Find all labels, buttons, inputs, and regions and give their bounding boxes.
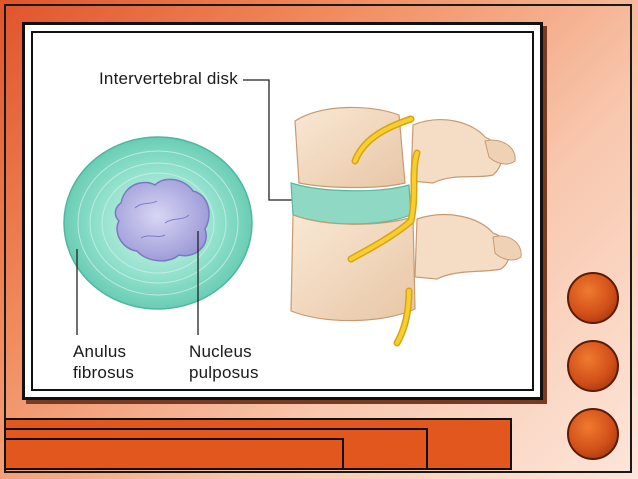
label-nucleus-pulposus: Nucleus pulposus	[189, 341, 259, 383]
label-anulus-line2: fibrosus	[73, 363, 135, 382]
diagram-panel: Intervertebral disk Anulus fibrosus Nucl…	[31, 31, 534, 391]
spine-disk-illustration	[63, 79, 522, 347]
slide-frame	[4, 4, 632, 473]
leader-line-disk	[243, 79, 295, 201]
label-anulus-line1: Anulus	[73, 342, 127, 361]
footer-bar-short	[4, 438, 344, 470]
label-anulus-fibrosus: Anulus fibrosus	[73, 341, 134, 383]
nucleus-pulposus-shape	[114, 178, 210, 262]
nav-circle-button-2[interactable]	[567, 340, 619, 392]
nav-circle-button-1[interactable]	[567, 272, 619, 324]
nav-circle-button-3[interactable]	[567, 408, 619, 460]
label-nucleus-line1: Nucleus	[189, 342, 252, 361]
label-nucleus-line2: pulposus	[189, 363, 259, 382]
label-intervertebral-disk: Intervertebral disk	[99, 69, 238, 88]
vertebra-stack	[290, 106, 522, 347]
content-card: Intervertebral disk Anulus fibrosus Nucl…	[22, 22, 543, 400]
